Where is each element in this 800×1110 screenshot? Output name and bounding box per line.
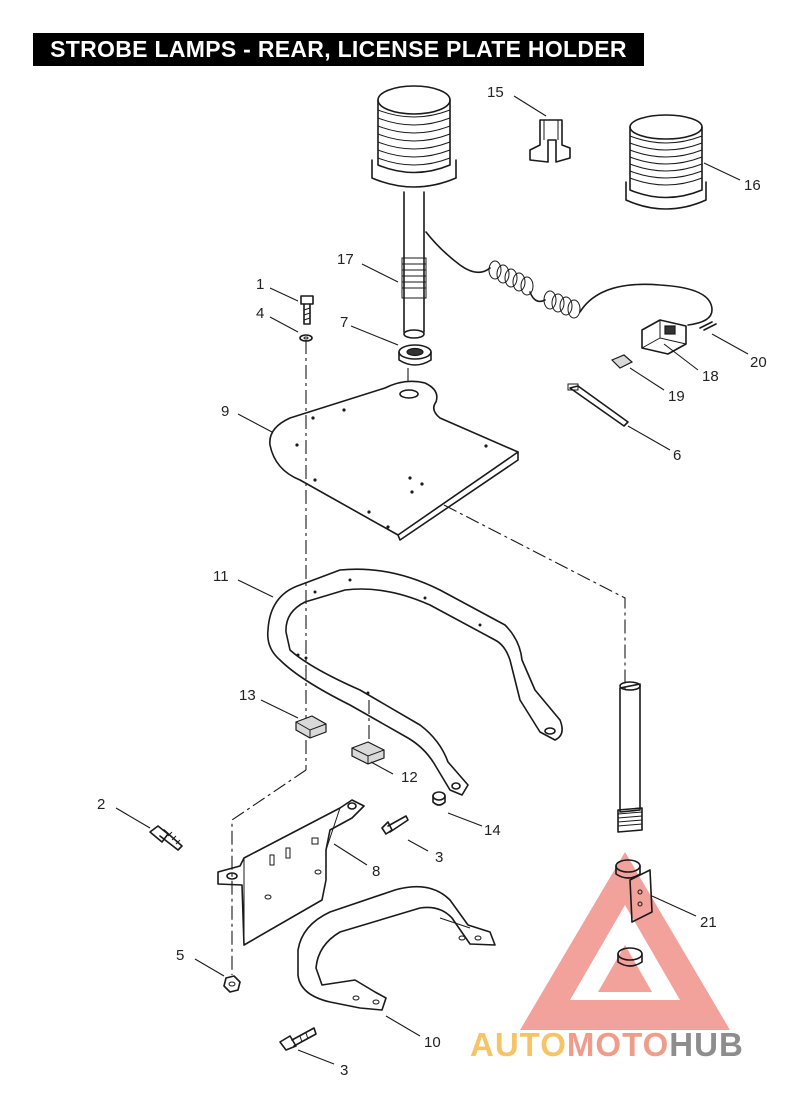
watermark-auto: AUTO [470,1026,567,1063]
callout-3a: 3 [435,849,443,866]
part-5-nut [223,975,241,993]
part-14-spacer [432,791,446,806]
part-13-clip [295,715,327,739]
callout-2: 2 [97,796,105,813]
watermark-logo: AUTOMOTOHUB [470,1026,744,1064]
part-8-plate-bracket [217,799,365,946]
callout-14: 14 [484,822,501,839]
part-9-mounting-plate [269,380,519,541]
part-18-connector [641,319,687,355]
part-15-clip [529,119,571,163]
callout-7: 7 [340,314,348,331]
assembly-center-lines [231,340,626,975]
callout-3b: 3 [340,1062,348,1079]
part-16-strobe-lens [625,114,707,210]
callout-labels: 1 4 7 17 9 11 13 12 14 3 2 8 5 10 3 15 1… [97,84,767,1079]
part-11-hoop-bracket [266,568,563,796]
callout-10: 10 [424,1034,441,1051]
part-1-bolt [300,295,314,325]
callout-4: 4 [256,305,264,322]
part-3-screw-upper [381,815,409,835]
callout-20: 20 [750,354,767,371]
part-20-pin [699,321,717,331]
part-10-lower-hoop [297,885,496,1011]
part-6-cable-tie [567,383,629,427]
part-4-washer [299,334,313,342]
watermark-moto: MOTO [566,1026,670,1063]
callout-5: 5 [176,947,184,964]
callout-21: 21 [700,914,717,931]
callout-15: 15 [487,84,504,101]
watermark-triangle [520,852,730,1030]
callout-19: 19 [668,388,685,405]
part-12-clip [351,741,385,765]
callout-11: 11 [213,568,229,585]
callout-6: 6 [673,447,681,464]
callout-13: 13 [239,687,256,704]
part-2-bolt [149,825,183,851]
page-title: STROBE LAMPS - REAR, LICENSE PLATE HOLDE… [33,33,644,66]
callout-9: 9 [221,403,229,420]
callout-1: 1 [256,276,264,293]
callout-12: 12 [401,769,418,786]
callout-17: 17 [337,251,354,268]
callout-16: 16 [744,177,761,194]
callout-18: 18 [702,368,719,385]
callout-8: 8 [372,863,380,880]
part-17-strobe-lamp-assembly [371,85,713,339]
part-19-terminal [610,354,634,369]
part-3-screw-lower [279,1027,317,1051]
part-7-grommet [398,344,432,366]
watermark-hub: HUB [669,1026,744,1063]
leader-lines [115,95,749,1065]
part-21-lamp-pole-bracket [615,681,653,967]
